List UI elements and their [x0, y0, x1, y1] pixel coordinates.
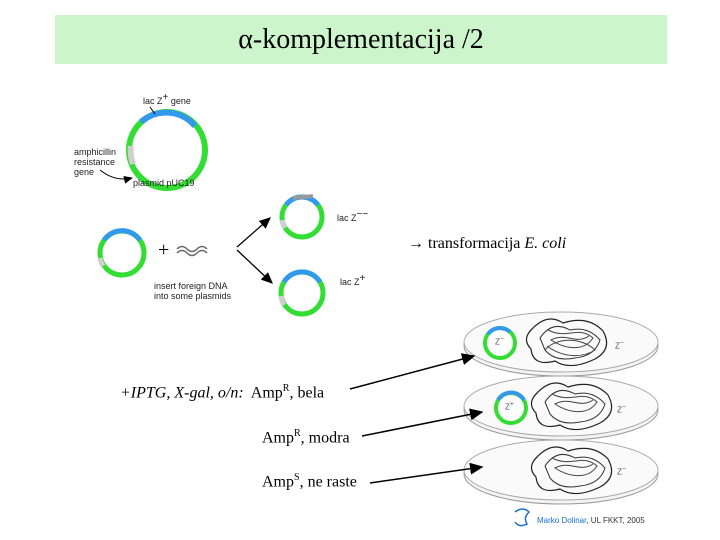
title-bar: α-komplementacija /2	[55, 15, 667, 64]
dish2-outer-label: Z−	[617, 404, 626, 415]
plasmid-puc19	[126, 109, 208, 191]
dish1-outer-label: Z−	[615, 340, 624, 351]
arrow-to-lacz-plus	[236, 249, 273, 284]
lacz-plus-label: lac Z+	[340, 273, 366, 288]
plasmid-lacz-minus	[279, 194, 325, 240]
dish1-inner-label: Z−	[495, 336, 504, 347]
arrow-row2	[361, 408, 484, 437]
arrow-to-lacz-minus	[236, 217, 271, 248]
petri-dish-2	[463, 375, 659, 441]
arrow-row3	[369, 462, 484, 484]
plasmid-lacz-gene-label: lac Z+ gene	[143, 92, 191, 107]
plasmid-lacz-plus	[278, 269, 326, 317]
condition-row1: +IPTG, X-gal, o/n: AmpR, bela	[120, 383, 325, 402]
foreign-dna-icon	[176, 245, 208, 257]
condition-row3: AmpS, ne raste	[262, 472, 357, 491]
petri-dish-3	[463, 439, 659, 505]
dish2-inner-label: Z+	[505, 401, 514, 412]
condition-row2: AmpR, modra	[262, 428, 350, 447]
amp-pointer	[99, 169, 133, 184]
arrow-row1	[349, 353, 476, 390]
author-logo-icon	[514, 508, 531, 527]
petri-dish-1	[463, 311, 659, 377]
dish3-outer-label: Z−	[617, 466, 626, 477]
plus-sign: +	[158, 239, 170, 261]
page-title: α-komplementacija /2	[238, 23, 484, 55]
lacz-pointer	[149, 106, 156, 115]
insert-dna-label: insert foreign DNA into some plasmids	[154, 281, 232, 301]
amp-gene-label: amphicillin resistance gene	[74, 147, 117, 177]
author-credit: Marko Dolinar, UL FKKT, 2005	[537, 516, 645, 525]
lacz-minus-label: lac Z−−	[337, 209, 369, 224]
plasmid-name-label: plasmid pUC19	[133, 178, 195, 188]
transformation-label: → transformacija E. coli	[408, 235, 567, 252]
plasmid-cut	[97, 228, 147, 278]
